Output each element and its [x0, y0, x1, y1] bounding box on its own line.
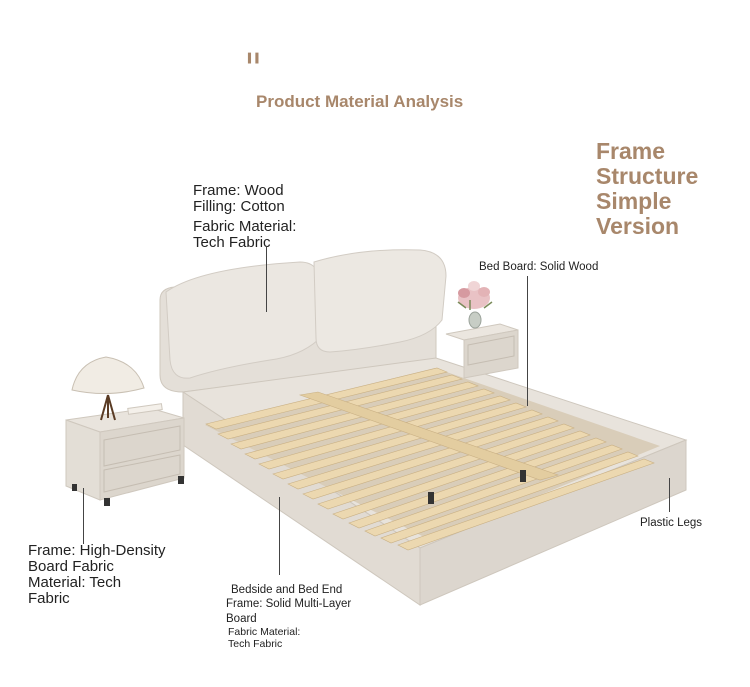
- frame-structure-line: Frame: [596, 138, 666, 164]
- frame-structure-line: Structure: [596, 163, 699, 189]
- left-pillow: [165, 261, 321, 379]
- flower-vase: [457, 281, 493, 329]
- headboard-fabric-value: Tech Fabric: [193, 234, 271, 251]
- frame-structure-heading: Frame Structure Simple Version: [596, 139, 736, 239]
- bed-end-leader-line: [279, 497, 280, 575]
- quote-mark: ": [244, 46, 262, 92]
- headboard-callout: Frame: Wood Filling: Cotton Fabric Mater…: [193, 183, 296, 251]
- headboard-filling-label: Filling: Cotton: [193, 198, 285, 215]
- bed-leg: [428, 492, 434, 504]
- bed-leg: [520, 470, 526, 482]
- book: [127, 403, 163, 415]
- headboard-frame-label: Frame: Wood: [193, 182, 284, 199]
- legs-leader-line: [669, 478, 670, 512]
- bed-end-callout: Bedside and Bed End Frame: Solid Multi-L…: [226, 584, 351, 650]
- bed-end-heading: Bedside and Bed End: [231, 584, 343, 596]
- side-leader-line: [83, 488, 84, 544]
- headboard-leader-line: [266, 246, 267, 312]
- center-beam: [298, 391, 560, 481]
- bed-end-fabric-value: Tech Fabric: [228, 638, 283, 650]
- page-title: Product Material Analysis: [256, 92, 464, 111]
- side-fabric-label: Material: Tech: [28, 574, 122, 591]
- side-frame-label: Frame: High-Density: [28, 542, 166, 559]
- right-pillow: [313, 249, 447, 353]
- wood-slats: [205, 367, 655, 551]
- bed-end-frame-label: Frame: Solid Multi-Layer: [226, 598, 352, 610]
- side-fabric-value: Fabric: [28, 590, 70, 607]
- right-nightstand: [445, 323, 519, 379]
- frame-structure-line: Simple: [596, 188, 672, 214]
- bed-board-label: Bed Board: Solid Wood: [479, 261, 599, 273]
- frame-structure-line: Version: [596, 213, 680, 239]
- side-callout: Frame: High-Density Board Fabric Materia…: [28, 543, 166, 607]
- left-nightstand: [65, 407, 185, 506]
- table-lamp: [71, 356, 145, 421]
- bed-end-fabric-label: Fabric Material:: [228, 626, 301, 638]
- side-frame-label: Board Fabric: [28, 558, 114, 575]
- legs-label: Plastic Legs: [640, 517, 703, 529]
- bed-board-leader-line: [527, 276, 528, 406]
- headboard-fabric-label: Fabric Material:: [193, 218, 297, 235]
- bed-end-frame-value: Board: [226, 613, 257, 625]
